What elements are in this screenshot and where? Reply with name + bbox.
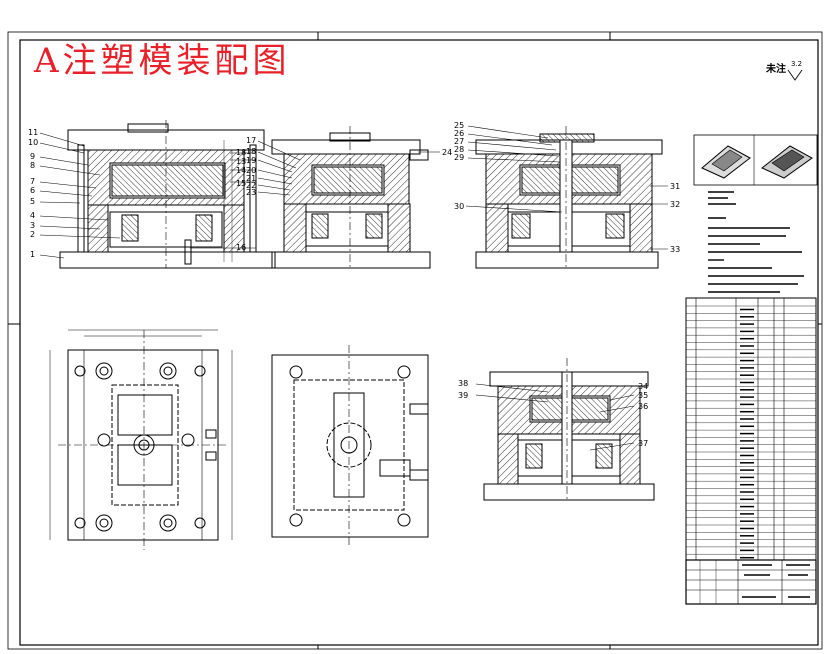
balloon: 25 xyxy=(454,121,464,130)
balloon: 31 xyxy=(670,182,680,191)
balloon: 10 xyxy=(28,138,38,147)
roughness-value: 3.2 xyxy=(791,60,802,68)
balloon: 27 xyxy=(454,137,464,146)
top-view-left xyxy=(49,329,233,550)
balloon: 26 xyxy=(454,129,464,138)
balloon: 30 xyxy=(454,202,464,211)
balloon: 13 xyxy=(236,157,246,166)
balloon: 34 xyxy=(638,382,648,391)
roughness-note: 未注 3.2 xyxy=(765,60,803,81)
balloon: 35 xyxy=(638,391,648,400)
bom-table xyxy=(685,297,817,561)
roughness-label: 未注 xyxy=(765,62,786,75)
balloon: 18 xyxy=(246,147,256,156)
technical-notes xyxy=(708,191,804,293)
balloon: 2 xyxy=(30,230,35,239)
balloon: 38 xyxy=(458,379,468,388)
top-view-middle xyxy=(271,345,429,545)
inner-frame xyxy=(19,39,819,646)
balloon: 11 xyxy=(28,128,38,137)
balloon: 17 xyxy=(246,136,256,145)
balloon: 33 xyxy=(670,245,680,254)
title-block xyxy=(685,559,817,605)
balloon: 24 xyxy=(442,148,452,157)
balloon: 18 xyxy=(236,148,246,157)
balloon: 8 xyxy=(30,161,35,170)
iso-preview-panel xyxy=(693,134,818,186)
balloon: 39 xyxy=(458,391,468,400)
section-view-bottom xyxy=(483,358,655,501)
balloon: 3 xyxy=(30,221,35,230)
outer-frame xyxy=(7,31,823,650)
balloon: 36 xyxy=(638,402,648,411)
balloon: 32 xyxy=(670,200,680,209)
drawing-title: A注塑模装配图 xyxy=(33,41,291,81)
balloon: 21 xyxy=(246,174,256,183)
balloon: 16 xyxy=(236,243,246,252)
balloon: 6 xyxy=(30,186,35,195)
balloon: 23 xyxy=(246,188,256,197)
balloon: 37 xyxy=(638,439,648,448)
front-view-right xyxy=(475,126,663,269)
balloon: 4 xyxy=(30,211,35,220)
balloon: 19 xyxy=(246,156,256,165)
balloon: 22 xyxy=(246,181,256,190)
balloon: 7 xyxy=(30,177,35,186)
balloon: 1 xyxy=(30,250,35,259)
balloon: 29 xyxy=(454,153,464,162)
front-view-middle xyxy=(271,126,431,269)
balloon: 9 xyxy=(30,152,35,161)
balloon: 14 xyxy=(236,166,246,175)
balloon: 5 xyxy=(30,197,35,206)
front-view-left xyxy=(59,120,276,269)
balloon: 20 xyxy=(246,166,256,175)
balloon: 15 xyxy=(236,179,246,188)
balloon: 28 xyxy=(454,145,464,154)
